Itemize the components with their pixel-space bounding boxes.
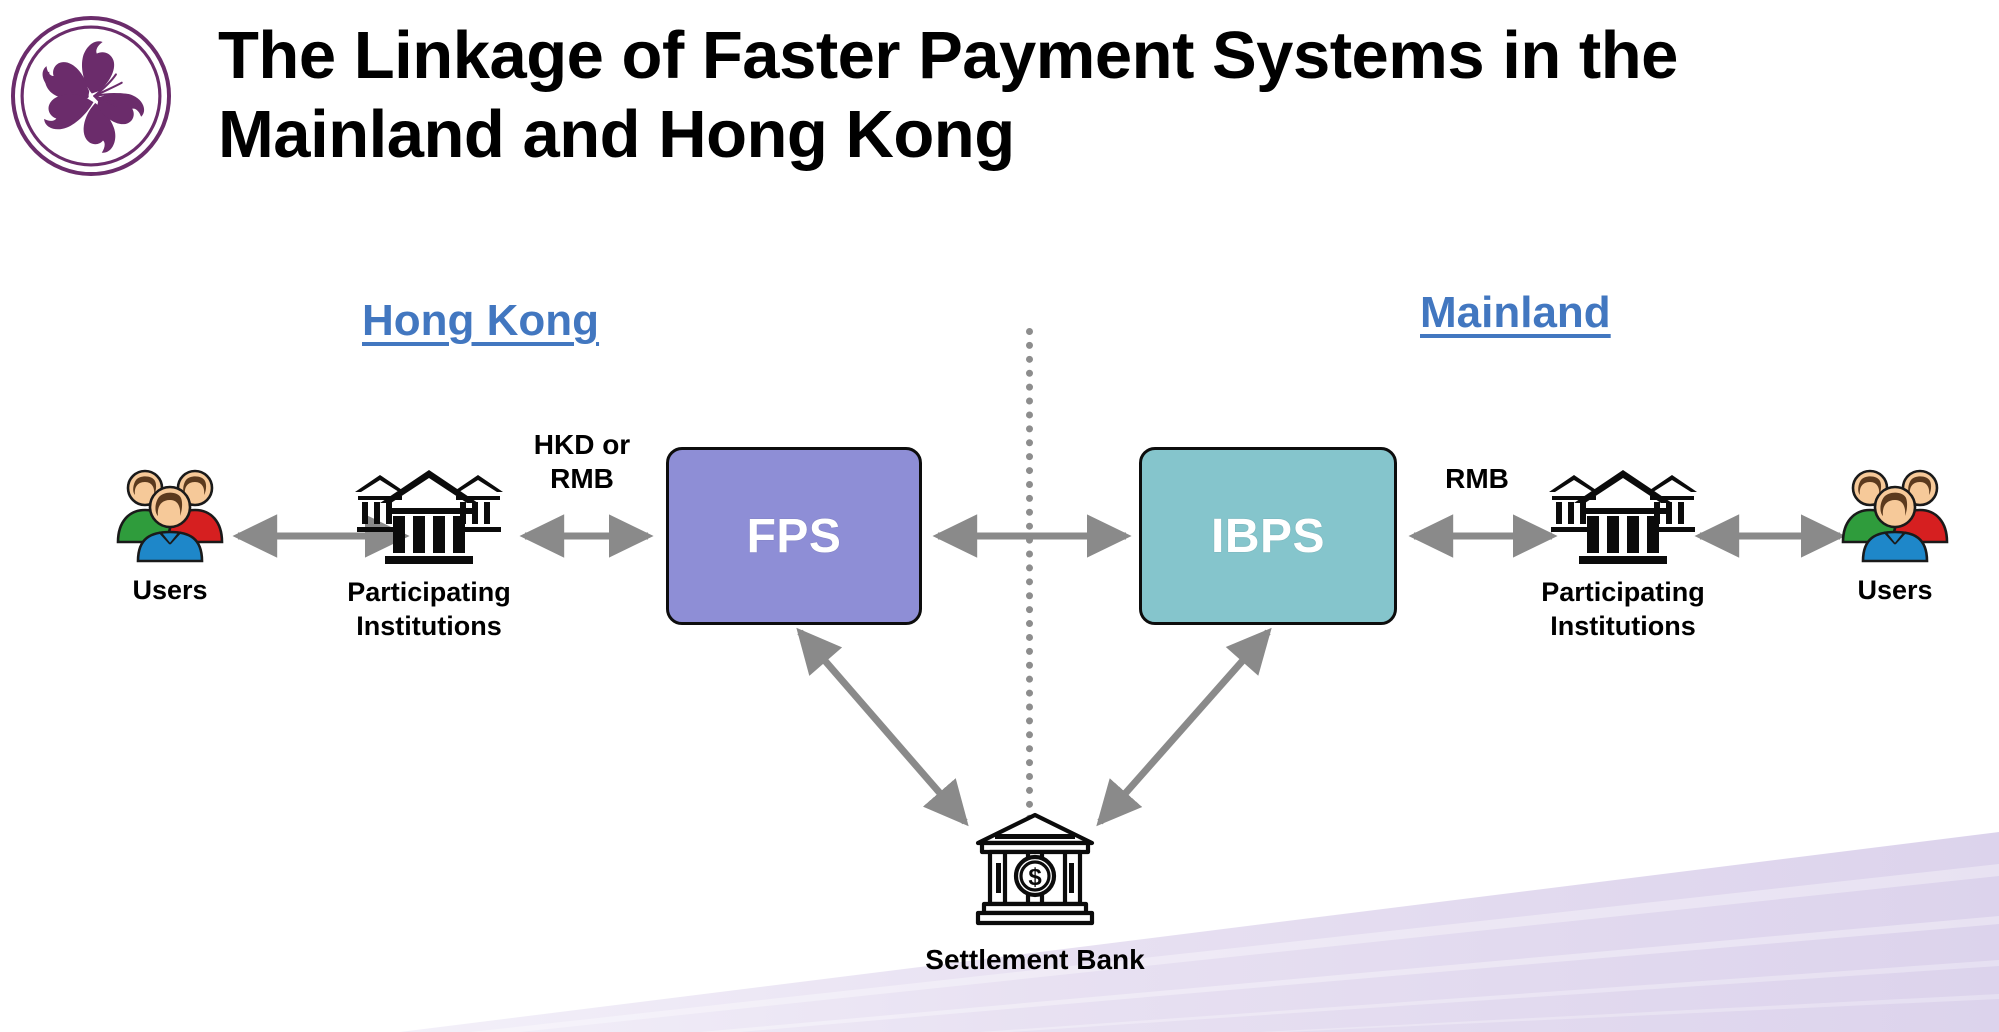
bank-group-icon — [1549, 470, 1697, 564]
node-participating-institutions-mainland-caption: Participating Institutions — [1541, 577, 1705, 641]
svg-text:$: $ — [1028, 864, 1042, 891]
users-group-icon — [1841, 469, 1949, 563]
region-label-mainland: Mainland — [1420, 288, 1611, 337]
flow-label-hkd-or-rmb: HKD or RMB — [533, 429, 631, 495]
bauhinia-stamens — [93, 73, 123, 116]
bank-group-icon — [355, 470, 503, 564]
system-box-ibps[interactable]: IBPS — [1139, 447, 1397, 625]
system-box-fps-label: FPS — [746, 509, 842, 563]
node-settlement-bank: $ Settlement Bank — [920, 808, 1150, 977]
system-box-ibps-label: IBPS — [1210, 509, 1326, 563]
region-label-hong-kong: Hong Kong — [362, 296, 600, 345]
page-title: The Linkage of Faster Payment Systems in… — [218, 18, 1678, 173]
node-participating-institutions-mainland: Participating Institutions — [1508, 458, 1738, 644]
node-participating-institutions-hong-kong: Participating Institutions — [314, 458, 544, 644]
hkma-bauhinia-logo — [10, 15, 172, 177]
node-participating-institutions-hong-kong-caption: Participating Institutions — [347, 577, 511, 641]
bauhinia-petals — [42, 41, 145, 153]
bank-dollar-icon: $ — [975, 812, 1095, 926]
arrow-ibps-to-settlement — [1096, 627, 1272, 827]
node-settlement-bank-caption: Settlement Bank — [925, 944, 1145, 975]
users-group-icon — [116, 469, 224, 563]
border-divider — [1026, 328, 1033, 836]
system-box-fps[interactable]: FPS — [666, 447, 922, 625]
node-users-hong-kong-caption: Users — [132, 575, 208, 605]
node-users-hong-kong: Users — [55, 462, 285, 608]
arrow-fps-to-settlement — [796, 627, 969, 827]
flow-label-rmb: RMB — [1445, 463, 1509, 494]
node-users-mainland: Users — [1780, 462, 1999, 608]
node-users-mainland-caption: Users — [1857, 575, 1933, 605]
